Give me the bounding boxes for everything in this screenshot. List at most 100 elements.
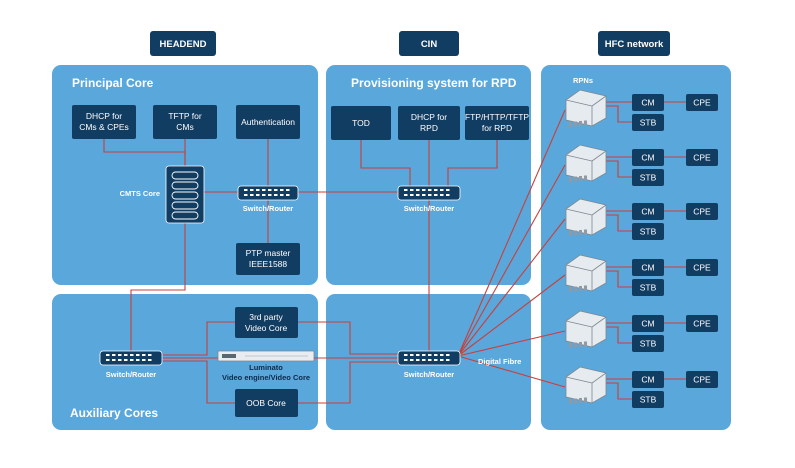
aux-switch <box>99 350 163 366</box>
stb-box: STB <box>632 223 664 240</box>
cpe-label: CPE <box>693 319 711 329</box>
ftp-rpd-box: FTP/HTTP/TFTP for RPD <box>465 106 529 140</box>
dhcp-cm-cpe-box: DHCP for CMs & CPEs <box>72 105 136 139</box>
hfc-rows: CM STB CPE CM STB CPE CM STB CPE CM STB CPE CM STB CPE… <box>565 89 718 408</box>
tftp-cm-line1: TFTP for <box>168 111 202 121</box>
ptp-master-box: PTP master IEEE1588 <box>236 243 300 275</box>
luminato-device <box>217 350 315 362</box>
dhcp-cm-cpe-line1: DHCP for <box>86 111 122 121</box>
fibre-line <box>457 274 566 357</box>
stb-box: STB <box>632 114 664 131</box>
rpn-node-icon <box>565 254 607 292</box>
cm-label: CM <box>641 375 654 385</box>
cpe-box: CPE <box>686 315 718 332</box>
dhcp-rpd-line1: DHCP for <box>411 112 447 122</box>
principal-switch <box>237 185 299 201</box>
video-core-3rd-party-box: 3rd party Video Core <box>235 307 298 338</box>
cm-label: CM <box>641 153 654 163</box>
cpe-label: CPE <box>693 375 711 385</box>
header-hfc-label: HFC network <box>605 39 664 50</box>
luminato-line1: Luminato <box>249 363 283 372</box>
ftp-rpd-line2: for RPD <box>482 123 512 133</box>
cin-lower-switch-label: Switch/Router <box>404 370 455 379</box>
cpe-label: CPE <box>693 263 711 273</box>
cin-upper-switch <box>397 185 461 201</box>
cm-box: CM <box>632 371 664 388</box>
cm-label: CM <box>641 98 654 108</box>
header-cin-label: CIN <box>421 39 438 50</box>
fibre-line <box>457 330 566 357</box>
luminato-line2: Video engine/Video Core <box>222 373 310 382</box>
rpn-node-icon <box>565 198 607 236</box>
tftp-cm-box: TFTP for CMs <box>153 105 217 139</box>
authentication-label: Authentication <box>241 117 295 127</box>
rpn-row: CM STB CPE <box>565 144 718 186</box>
cpe-box: CPE <box>686 259 718 276</box>
cm-label: CM <box>641 319 654 329</box>
cm-label: CM <box>641 207 654 217</box>
rpns-label: RPNs <box>573 76 593 85</box>
oob-core-label: OOB Core <box>246 398 286 408</box>
header-cin: CIN <box>399 31 459 56</box>
digital-fibre-label: Digital Fibre <box>478 357 521 366</box>
cin-lower-switch <box>397 350 461 366</box>
stb-box: STB <box>632 391 664 408</box>
cm-box: CM <box>632 259 664 276</box>
cmts-core-label: CMTS Core <box>120 189 160 198</box>
ptp-master-line2: IEEE1588 <box>249 259 288 269</box>
rpn-row: CM STB CPE <box>565 198 718 240</box>
tod-box: TOD <box>331 106 391 140</box>
panel-provisioning-title: Provisioning system for RPD <box>351 76 517 90</box>
stb-box: STB <box>632 169 664 186</box>
cpe-label: CPE <box>693 153 711 163</box>
panel-auxiliary-title: Auxiliary Cores <box>70 406 158 420</box>
rpn-node-icon <box>565 89 607 127</box>
stb-label: STB <box>640 283 657 293</box>
fibre-line <box>457 164 566 357</box>
fibre-line <box>457 218 566 357</box>
stb-label: STB <box>640 227 657 237</box>
cm-box: CM <box>632 203 664 220</box>
stb-label: STB <box>640 395 657 405</box>
authentication-box: Authentication <box>236 105 300 139</box>
principal-switch-label: Switch/Router <box>243 204 294 213</box>
fibre-line <box>457 355 566 388</box>
rpn-row: CM STB CPE <box>565 254 718 296</box>
dhcp-rpd-box: DHCP for RPD <box>398 106 460 140</box>
cm-box: CM <box>632 149 664 166</box>
cmts-core <box>165 165 205 224</box>
rpn-row: CM STB CPE <box>565 310 718 352</box>
cm-box: CM <box>632 94 664 111</box>
header-headend-label: HEADEND <box>160 39 207 50</box>
tod-label: TOD <box>352 118 370 128</box>
video-core-3p-line1: 3rd party <box>249 312 283 322</box>
cpe-box: CPE <box>686 149 718 166</box>
oob-core-box: OOB Core <box>235 389 298 417</box>
ptp-master-line1: PTP master <box>246 248 291 258</box>
cpe-box: CPE <box>686 94 718 111</box>
rpn-row: CM STB CPE <box>565 366 718 408</box>
rpn-node-icon <box>565 366 607 404</box>
stb-box: STB <box>632 335 664 352</box>
fibre-wires <box>457 109 566 388</box>
stb-label: STB <box>640 339 657 349</box>
cpe-label: CPE <box>693 207 711 217</box>
video-core-3p-line2: Video Core <box>245 323 288 333</box>
tftp-cm-line2: CMs <box>176 122 193 132</box>
stb-label: STB <box>640 118 657 128</box>
cpe-box: CPE <box>686 203 718 220</box>
stb-box: STB <box>632 279 664 296</box>
stb-label: STB <box>640 173 657 183</box>
cin-upper-switch-label: Switch/Router <box>404 204 455 213</box>
cm-label: CM <box>641 263 654 273</box>
cpe-label: CPE <box>693 98 711 108</box>
rpn-node-icon <box>565 310 607 348</box>
cpe-box: CPE <box>686 371 718 388</box>
aux-switch-label: Switch/Router <box>106 370 157 379</box>
rpn-row: CM STB CPE <box>565 89 718 131</box>
rpn-node-icon <box>565 144 607 182</box>
fibre-line <box>457 109 566 357</box>
panel-principal-title: Principal Core <box>72 76 154 90</box>
cm-box: CM <box>632 315 664 332</box>
